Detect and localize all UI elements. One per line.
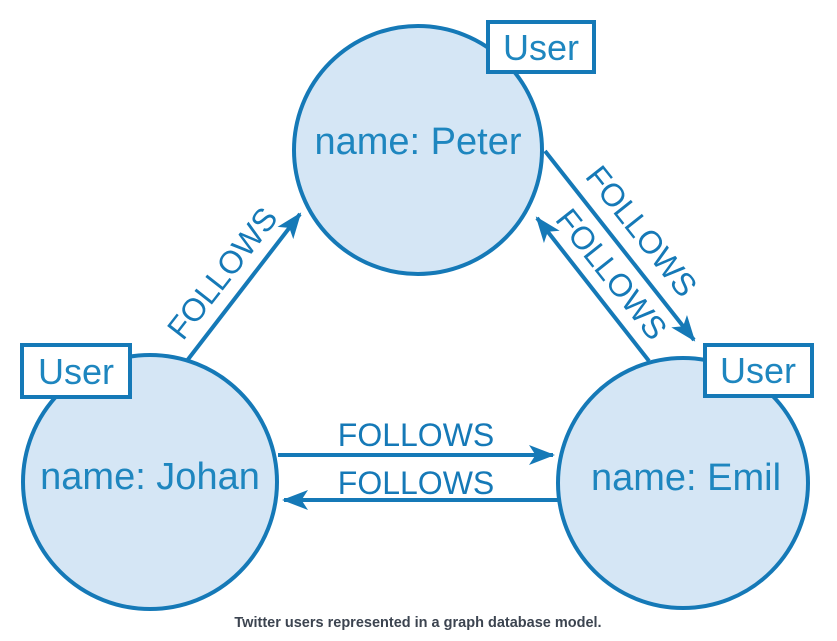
relationship-label-emil-johan: FOLLOWS: [338, 465, 494, 501]
node-property-emil: name: Emil: [591, 457, 781, 499]
figure-caption: Twitter users represented in a graph dat…: [234, 615, 601, 631]
node-circle-emil: [556, 356, 810, 610]
node-circle-peter: [292, 24, 544, 276]
node-property-peter: name: Peter: [315, 121, 522, 163]
relationship-arrow-peter-emil: [543, 149, 696, 342]
node-label-peter: User: [503, 27, 579, 68]
node-label-box-johan: [20, 343, 132, 399]
node-circle-johan: [21, 353, 279, 611]
node-label-johan: User: [38, 351, 114, 392]
node-label-box-peter: [486, 20, 596, 74]
node-label-emil: User: [720, 350, 796, 391]
relationship-arrow-johan-peter: [184, 212, 302, 364]
relationship-arrow-emil-peter: [535, 216, 651, 363]
relationship-label-johan-emil: FOLLOWS: [338, 417, 494, 453]
node-property-johan: name: Johan: [40, 456, 260, 498]
relationship-label-johan-peter: FOLLOWS: [160, 200, 285, 345]
node-label-box-emil: [703, 343, 814, 398]
